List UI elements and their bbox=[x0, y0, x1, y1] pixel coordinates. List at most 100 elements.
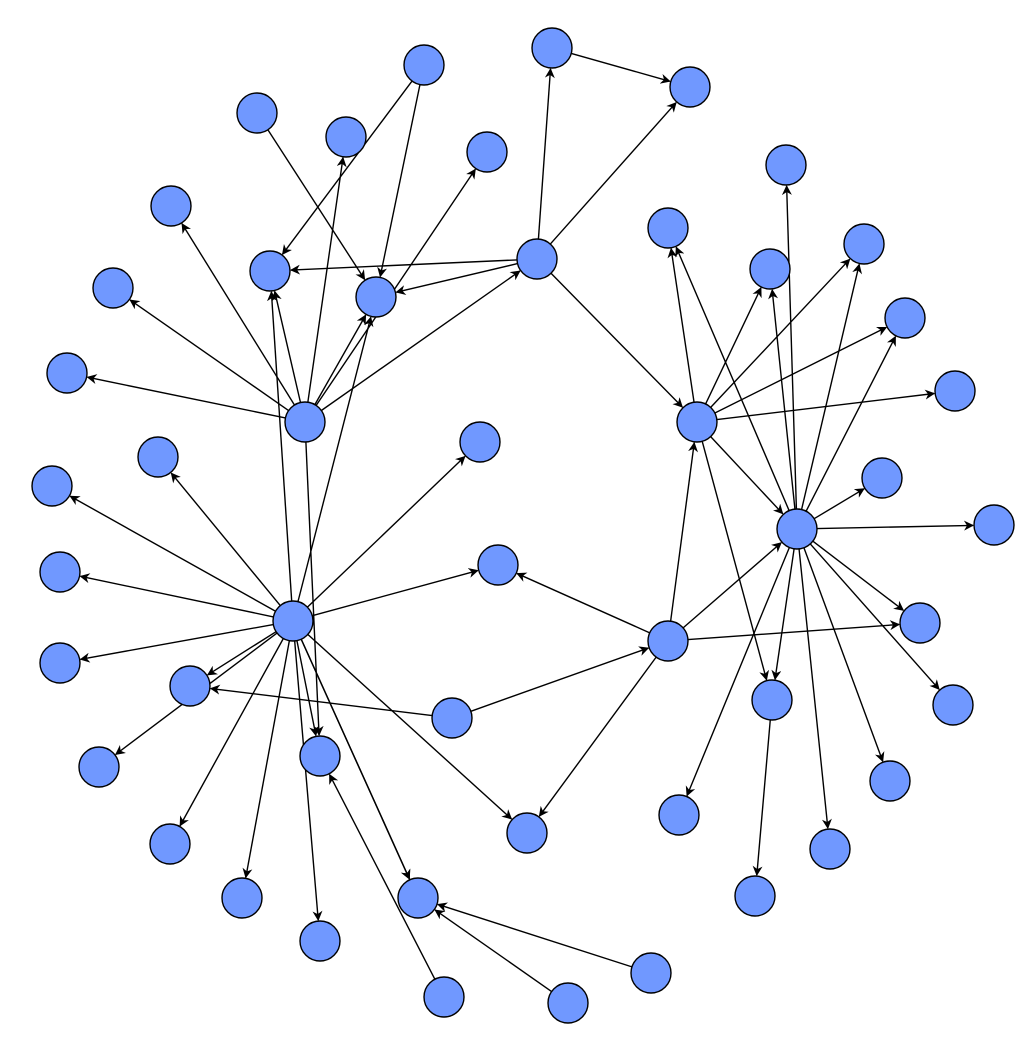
edge-n4-n50 bbox=[816, 520, 975, 531]
edge-n1-n23 bbox=[305, 441, 324, 737]
node-n61 bbox=[547, 982, 589, 1024]
edge-n2-n26 bbox=[289, 259, 518, 275]
edge-n61-n14 bbox=[434, 909, 553, 993]
edge-n2-n34 bbox=[537, 67, 555, 240]
node-n55 bbox=[658, 794, 700, 836]
node-n43 bbox=[884, 297, 926, 339]
node-n29 bbox=[150, 185, 192, 227]
edge-n0-n26 bbox=[266, 290, 293, 602]
edge-n2-n35 bbox=[549, 101, 677, 245]
node-n13 bbox=[299, 920, 341, 962]
edge-n5-n19 bbox=[516, 572, 651, 634]
edge-n4-n41 bbox=[768, 288, 796, 510]
edge-n5-n15 bbox=[538, 656, 657, 817]
edge-n1-n2 bbox=[320, 270, 521, 412]
node-n24 bbox=[46, 352, 88, 394]
node-n40 bbox=[647, 207, 689, 249]
edge-n2-n27 bbox=[395, 262, 518, 295]
edge-n3-n43 bbox=[714, 326, 888, 414]
edge-n0-n7 bbox=[69, 495, 276, 612]
node-n14 bbox=[397, 877, 439, 919]
node-n0 bbox=[272, 600, 314, 642]
node-n35 bbox=[669, 66, 711, 108]
edge-n5-n58 bbox=[687, 620, 901, 641]
node-n23 bbox=[299, 735, 341, 777]
edge-n34-n35 bbox=[571, 52, 671, 84]
edge-n4-n49 bbox=[813, 488, 865, 520]
node-n36 bbox=[403, 44, 445, 86]
edges-layer bbox=[69, 52, 975, 993]
edge-n4-n43 bbox=[805, 335, 897, 512]
edge-n4-n48 bbox=[781, 184, 798, 510]
node-n56 bbox=[734, 875, 776, 917]
node-n44 bbox=[934, 370, 976, 412]
node-n15 bbox=[506, 812, 548, 854]
edge-n1-n24 bbox=[86, 374, 286, 419]
edge-n39-n27 bbox=[267, 129, 366, 281]
edge-n60-n23 bbox=[328, 773, 436, 980]
edge-n6-n16 bbox=[209, 684, 433, 717]
edge-n1-n26 bbox=[271, 290, 302, 403]
edge-n0-n12 bbox=[242, 640, 291, 879]
node-n1 bbox=[284, 401, 326, 443]
edge-n3-n41 bbox=[704, 287, 762, 405]
node-n10 bbox=[78, 746, 120, 788]
node-n6 bbox=[431, 697, 473, 739]
edge-n0-n19 bbox=[312, 568, 479, 617]
node-n12 bbox=[221, 877, 263, 919]
edge-n0-n18 bbox=[306, 455, 466, 608]
edge-n0-n27 bbox=[297, 316, 374, 602]
edge-n4-n54 bbox=[798, 548, 832, 830]
node-n52 bbox=[932, 684, 974, 726]
node-n45 bbox=[751, 679, 793, 721]
node-n7 bbox=[31, 465, 73, 507]
edge-n5-n3 bbox=[669, 441, 699, 622]
node-n50 bbox=[973, 504, 1015, 546]
node-n62 bbox=[630, 952, 672, 994]
edge-n4-n40 bbox=[675, 246, 790, 511]
node-n19 bbox=[477, 544, 519, 586]
edge-n0-n13 bbox=[293, 640, 323, 922]
edge-n5-n4 bbox=[682, 542, 782, 629]
node-n41 bbox=[749, 248, 791, 290]
edge-n2-n3 bbox=[550, 272, 683, 408]
edge-n3-n4 bbox=[710, 436, 784, 515]
edge-n3-n45 bbox=[701, 441, 770, 681]
node-n42 bbox=[843, 223, 885, 265]
edge-n4-n52 bbox=[809, 543, 940, 691]
node-n3 bbox=[676, 401, 718, 443]
edge-n4-n55 bbox=[685, 547, 791, 797]
edge-n36-n27 bbox=[377, 84, 421, 278]
node-n18 bbox=[459, 421, 501, 463]
edge-n6-n5 bbox=[470, 646, 650, 712]
edge-n0-n15 bbox=[307, 633, 513, 820]
node-n16 bbox=[169, 665, 211, 707]
node-n11 bbox=[149, 823, 191, 865]
edge-n0-n14 bbox=[300, 638, 411, 880]
edge-n0-n9 bbox=[79, 623, 274, 663]
node-n39 bbox=[236, 92, 278, 134]
edge-n4-n42 bbox=[800, 263, 863, 510]
node-n54 bbox=[809, 828, 851, 870]
node-n28 bbox=[325, 116, 367, 158]
node-n17 bbox=[137, 436, 179, 478]
edge-n1-n28 bbox=[307, 156, 347, 403]
edge-n1-n27 bbox=[314, 314, 367, 405]
node-n2 bbox=[516, 238, 558, 280]
edge-n62-n14 bbox=[437, 902, 633, 968]
edge-n0-n8 bbox=[79, 573, 274, 618]
node-n4 bbox=[776, 508, 818, 550]
edge-n0-n16 bbox=[206, 631, 277, 676]
node-n48 bbox=[765, 144, 807, 186]
nodes-layer bbox=[31, 27, 1015, 1024]
node-n51 bbox=[899, 602, 941, 644]
node-n60 bbox=[423, 976, 465, 1018]
node-n27 bbox=[355, 276, 397, 318]
node-n5 bbox=[647, 620, 689, 662]
edge-n36-n26 bbox=[281, 80, 413, 255]
edge-n1-n25 bbox=[129, 299, 289, 412]
edge-n0-n11 bbox=[179, 638, 284, 827]
edge-n0-n17 bbox=[170, 472, 281, 607]
node-n26 bbox=[249, 250, 291, 292]
